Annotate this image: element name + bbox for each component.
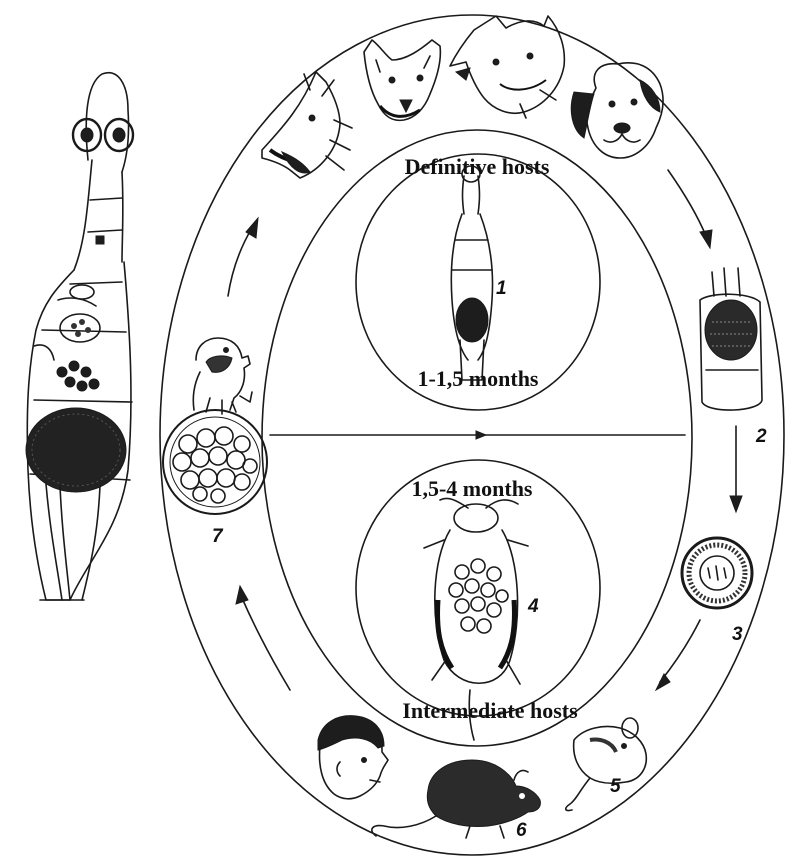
stage3-egg-icon xyxy=(682,538,752,608)
stage-6-number: 6 xyxy=(516,820,527,841)
arrow-to-stage2 xyxy=(700,230,712,248)
mouse-icon xyxy=(566,718,647,811)
top-duration-label: 1-1,5 months xyxy=(417,366,538,391)
human-head-icon xyxy=(318,716,388,799)
stage-1-number: 1 xyxy=(496,278,507,299)
stage-7-number: 7 xyxy=(212,526,224,547)
stage-5-number: 5 xyxy=(610,776,621,797)
dog-icon xyxy=(571,63,663,158)
bottom-duration-label: 1,5-4 months xyxy=(411,476,532,501)
rodent-stage7-icon xyxy=(193,338,252,414)
definitive-hosts-label: Definitive hosts xyxy=(405,154,550,179)
divider-arrowhead xyxy=(476,431,486,439)
stage7-cyst-sample-icon xyxy=(163,410,267,514)
cycle-arrows xyxy=(228,170,742,690)
intermediate-hosts-label: Intermediate hosts xyxy=(402,698,578,723)
jackal-icon xyxy=(450,16,564,118)
arrow-to-stage5 xyxy=(656,674,670,690)
adult-tapeworm-icon xyxy=(26,73,133,600)
arrow-to-stage7 xyxy=(236,586,248,604)
stage-4-number: 4 xyxy=(527,596,539,617)
fox-icon xyxy=(364,40,440,120)
stage-3-number: 3 xyxy=(732,624,743,645)
stage2-proglottid-icon xyxy=(700,268,762,410)
arrow-to-stage3 xyxy=(730,496,742,512)
stage1-worm-icon xyxy=(451,166,492,380)
wolf-icon xyxy=(262,72,352,178)
stage-2-number: 2 xyxy=(755,426,767,447)
